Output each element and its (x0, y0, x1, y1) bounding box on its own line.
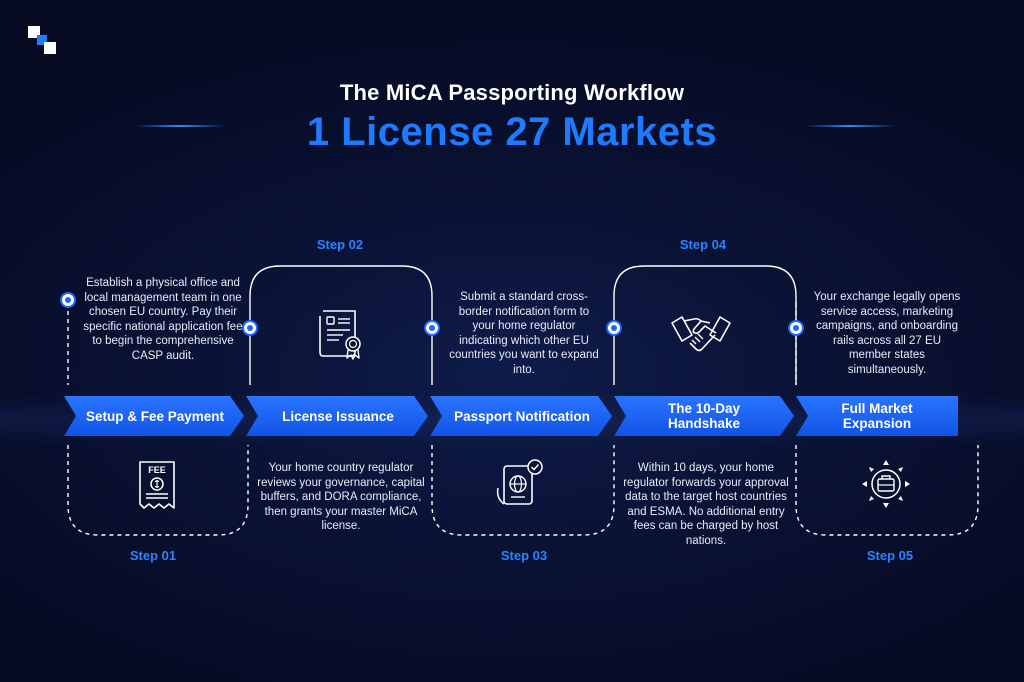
step-03-node (426, 322, 438, 334)
handshake-icon (671, 316, 731, 352)
fee-icon-text: FEE (148, 465, 166, 475)
step-05-description: Your exchange legally opens service acce… (813, 291, 961, 376)
step-02-banner: License Issuance (246, 396, 428, 436)
step-04-node (608, 322, 620, 334)
step-03-banner: Passport Notification (430, 396, 612, 436)
step-03-description: Submit a standard cross-border notificat… (449, 291, 599, 376)
step-01-node (62, 294, 74, 306)
step-01-banner: Setup & Fee Payment (64, 396, 244, 436)
brand-logo (28, 26, 56, 54)
step-02-description: Your home country regulator reviews your… (257, 462, 425, 533)
step-03-lower-box (431, 445, 615, 536)
step-02-label: Step 02 (316, 237, 364, 252)
header-accent-line-right (805, 125, 895, 127)
step-03-label: Step 03 (500, 548, 548, 563)
step-02-node (244, 322, 256, 334)
page-title: The MiCA Passporting Workflow (339, 80, 685, 105)
step-05-banner: Full Market Expansion (796, 396, 958, 436)
step-02-upper-box (249, 265, 433, 385)
page-subtitle: 1 License 27 Markets (306, 110, 718, 154)
step-05-label: Step 05 (866, 548, 914, 563)
step-05-lower-box (795, 445, 979, 536)
passport-check-icon (496, 459, 543, 505)
fee-receipt-icon: FEE (139, 461, 175, 509)
step-04-description: Within 10 days, your home regulator forw… (623, 462, 789, 547)
step-01-lower-box (67, 445, 249, 536)
step-04-label: Step 04 (679, 237, 727, 252)
step-01-description: Establish a physical office and local ma… (83, 277, 243, 362)
expansion-briefcase-icon (862, 460, 910, 508)
step-01-label: Step 01 (129, 548, 177, 563)
step-05-node (790, 322, 802, 334)
step-04-banner: The 10-Day Handshake (614, 396, 794, 436)
header-accent-line-left (135, 125, 225, 127)
step-04-upper-box (613, 265, 797, 385)
certificate-icon (319, 310, 361, 360)
